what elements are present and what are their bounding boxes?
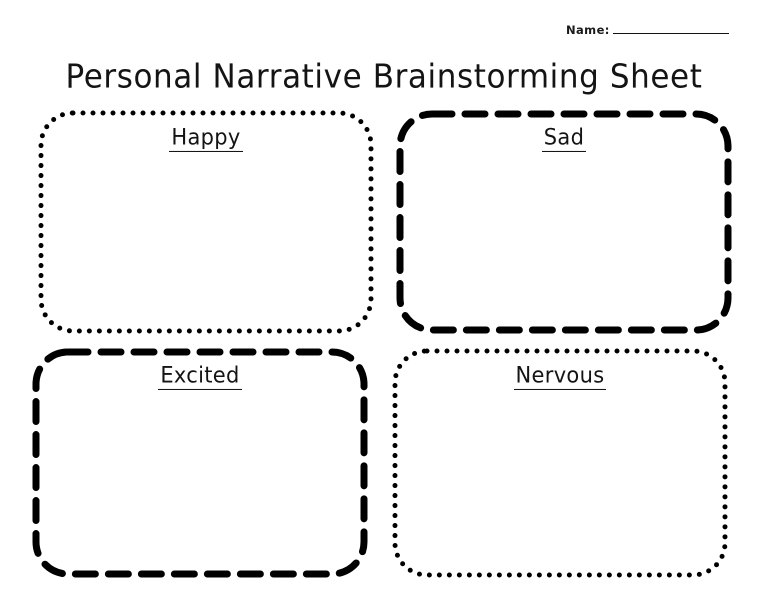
box-writing-area-happy[interactable] <box>48 162 364 324</box>
box-label-sad-text: Sad <box>541 125 587 152</box>
box-label-happy: Happy <box>38 125 374 152</box>
box-writing-area-sad[interactable] <box>406 162 722 324</box>
box-label-excited-text: Excited <box>158 363 242 390</box>
box-label-nervous: Nervous <box>392 363 728 390</box>
box-writing-area-nervous[interactable] <box>402 400 718 568</box>
brainstorm-box-nervous[interactable]: Nervous <box>392 348 728 578</box>
name-field[interactable]: Name: <box>566 21 746 43</box>
box-writing-area-excited[interactable] <box>42 400 358 568</box>
box-label-nervous-text: Nervous <box>513 363 607 390</box>
box-label-happy-text: Happy <box>169 125 243 152</box>
box-label-sad: Sad <box>396 125 732 152</box>
box-label-excited: Excited <box>32 363 368 390</box>
brainstorm-box-happy[interactable]: Happy <box>38 110 374 334</box>
brainstorm-box-sad[interactable]: Sad <box>396 110 732 334</box>
brainstorm-box-excited[interactable]: Excited <box>32 348 368 578</box>
name-input-line[interactable] <box>612 21 729 34</box>
page-title: Personal Narrative Brainstorming Sheet <box>65 58 703 97</box>
name-label: Name: <box>566 23 610 37</box>
